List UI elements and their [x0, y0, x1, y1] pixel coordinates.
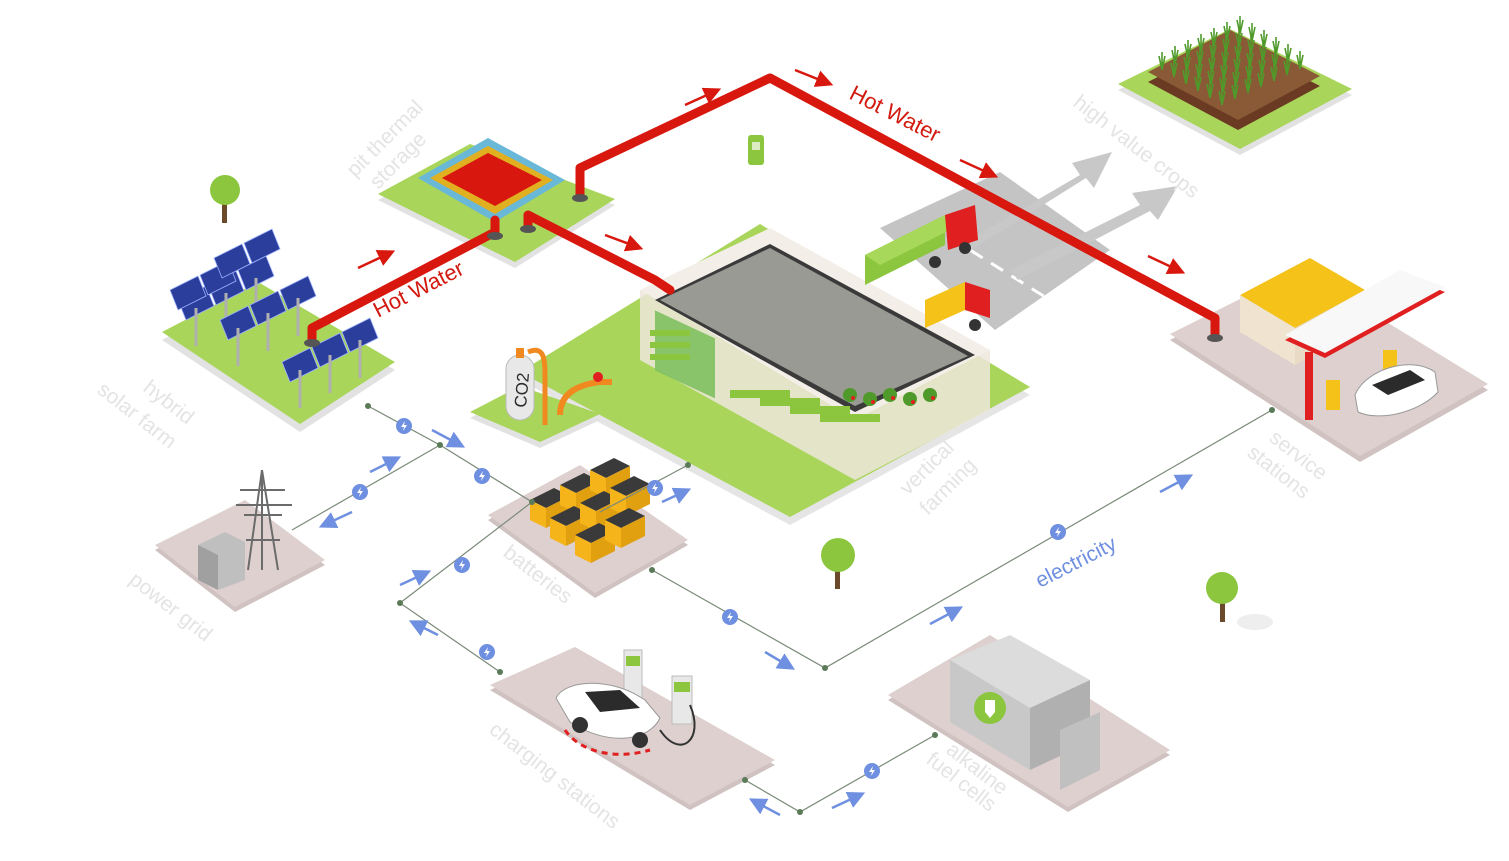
solar-panel [281, 347, 319, 383]
lightning-icon [647, 480, 663, 496]
battery-cells [530, 458, 650, 563]
lightning-icon [352, 484, 368, 500]
crop-plant [1270, 63, 1278, 82]
tomato-fruit [911, 400, 915, 404]
crop-plant [1283, 57, 1291, 76]
export-arrows [960, 152, 1178, 280]
vertical-shelf [650, 330, 690, 336]
co2-tank [505, 347, 612, 425]
fuel-cell-container [950, 635, 1100, 790]
electricity-nodes [365, 403, 1275, 815]
solar-panel [219, 305, 257, 341]
tree [821, 538, 855, 589]
road [880, 172, 1110, 330]
tomato-plant [923, 388, 937, 402]
pit-thermal-storage [418, 138, 565, 222]
hot-water-pipes [307, 73, 1220, 345]
tree [1206, 572, 1273, 630]
solar-panel [249, 290, 287, 326]
lightning-icon [396, 418, 412, 434]
service-station [1240, 258, 1445, 420]
greenhouse-crops [650, 330, 937, 422]
co2-platform [470, 386, 600, 448]
co2-label: CO2 [511, 372, 533, 408]
hot-water-arrows [357, 68, 1186, 274]
electricity-flow-arrows [318, 428, 1194, 817]
lightning-icons [352, 418, 1066, 779]
solar-panel [311, 332, 349, 368]
tomato-plant [863, 392, 877, 406]
grow-bed [820, 414, 880, 422]
lightning-icon [864, 763, 880, 779]
crop-plant [1244, 75, 1252, 94]
crop-plant [1231, 81, 1239, 100]
solar-panel [213, 243, 251, 279]
crops-plants [1158, 16, 1304, 106]
vertical-shelf [650, 354, 690, 360]
crop-plant [1296, 51, 1304, 70]
pipe-caps [304, 194, 1223, 347]
tomato-fruit [891, 396, 895, 400]
tomato-fruit [871, 400, 875, 404]
trucks [865, 205, 990, 331]
solar-panel [341, 317, 379, 353]
crop-plant [1248, 23, 1256, 42]
solar-farm-platform [162, 282, 395, 432]
lightning-icon [722, 609, 738, 625]
crop-plant [1236, 16, 1244, 35]
tree [210, 175, 240, 223]
solar-panel [169, 275, 207, 311]
grow-bed [760, 398, 820, 406]
tomato-plant [843, 388, 857, 402]
solar-panel [243, 228, 281, 264]
charging-station [555, 649, 696, 756]
lightning-icon [454, 557, 470, 573]
power-grid-tower [198, 469, 292, 590]
tomato-plant [903, 392, 917, 406]
solar-panel [279, 275, 317, 311]
tomato-plant [883, 388, 897, 402]
crop-plant [1170, 59, 1178, 78]
grow-bed [790, 406, 850, 414]
crop-plant [1218, 87, 1226, 106]
tomato-fruit [931, 396, 935, 400]
lightning-icon [479, 644, 495, 660]
crop-plant [1158, 52, 1166, 71]
grow-bed [730, 390, 790, 398]
tomato-fruit [851, 396, 855, 400]
crop-plant [1257, 69, 1265, 88]
battery [605, 508, 645, 548]
vertical-farm-building [640, 228, 990, 480]
crop-plant [1182, 66, 1190, 85]
sensor-post [748, 135, 764, 165]
hot-water-label-right: Hot Water [846, 80, 945, 147]
vertical-shelf [650, 342, 690, 348]
lightning-icon [1050, 524, 1066, 540]
solar-panels [169, 228, 379, 408]
lightning-icon [474, 468, 490, 484]
crop-plant [1206, 80, 1214, 99]
crop-plant [1194, 73, 1202, 92]
